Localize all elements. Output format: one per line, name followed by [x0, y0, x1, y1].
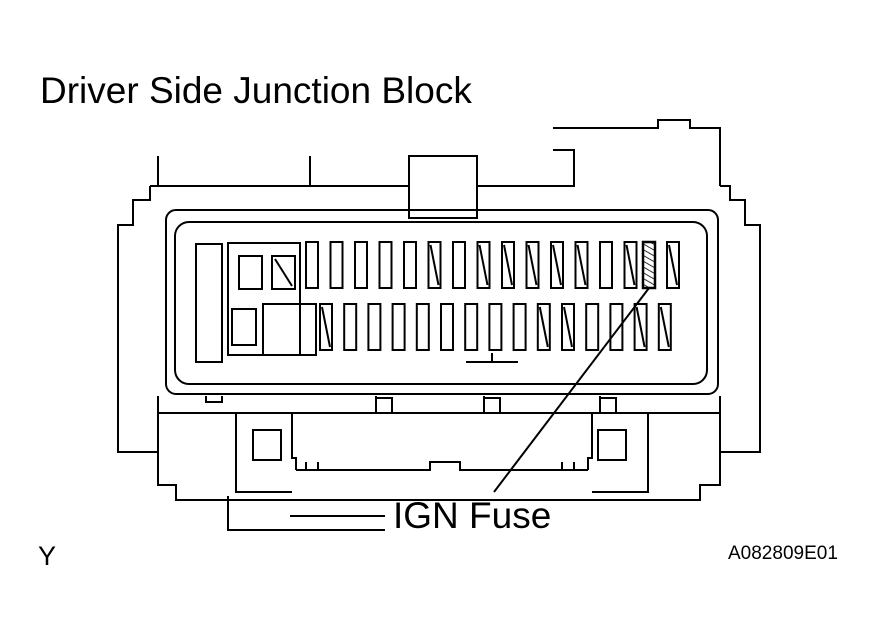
fuse-slot	[415, 303, 430, 351]
fuse-blade-mark	[538, 306, 549, 348]
fuse-slot	[354, 241, 368, 289]
diagram-title: Driver Side Junction Block	[40, 70, 472, 111]
top-latch	[408, 155, 478, 219]
figure-id: A082809E01	[728, 543, 838, 564]
fuse-blade-mark	[668, 244, 678, 286]
fuse-slot	[623, 241, 638, 289]
fuse-blade-mark	[552, 244, 562, 286]
housing-lower	[157, 396, 721, 501]
fuse-blade-mark	[503, 244, 513, 286]
fuse-slot	[329, 241, 344, 289]
callout-leader-line	[493, 287, 650, 493]
ign-fuse	[641, 240, 657, 290]
ign-fuse-label: IGN Fuse	[393, 495, 552, 536]
fuse-slot	[319, 303, 333, 351]
wire-harness	[227, 496, 385, 531]
fuse-blade-mark	[625, 244, 636, 286]
fuse-slot	[403, 241, 417, 289]
fuse-slot	[525, 241, 540, 289]
fuse-slot	[550, 241, 564, 289]
fuse-slot	[452, 241, 466, 289]
fuse-blade-mark	[429, 244, 440, 286]
corner-letter: Y	[38, 541, 57, 571]
fuse-slot	[305, 241, 319, 289]
fuse-slot	[633, 303, 648, 351]
fuse-slot	[666, 241, 680, 289]
fuse-blade-mark	[527, 244, 538, 286]
fuse-slot	[367, 303, 382, 351]
fuse-slot	[599, 241, 613, 289]
fuse-slot	[501, 241, 515, 289]
fuse-blade-mark	[659, 306, 670, 348]
fuse-slot	[574, 241, 589, 289]
housing-outline	[117, 185, 761, 470]
fuse-slot	[488, 303, 503, 351]
fuse-slot	[585, 303, 600, 351]
fuse-slot	[657, 303, 672, 351]
fuse-slot	[512, 303, 527, 351]
fuse-slot	[378, 241, 393, 289]
fuse-slot	[440, 303, 454, 351]
top-connectors	[157, 119, 721, 219]
fuse-blade-mark	[321, 306, 331, 348]
relay-slot	[195, 243, 223, 363]
fuse-blade-mark	[478, 244, 489, 286]
fuse-slot	[464, 303, 479, 351]
fuse-slot	[427, 241, 442, 289]
fuse-blade-mark	[576, 244, 587, 286]
fuse-slot	[343, 303, 358, 351]
fuse-slot	[391, 303, 406, 351]
fuse-slot	[476, 241, 491, 289]
fuse-slot	[536, 303, 551, 351]
fuse-blade-mark	[563, 306, 573, 348]
fuse-slot	[561, 303, 575, 351]
fuse-blade-mark	[635, 306, 646, 348]
fuse-row-top	[305, 241, 680, 289]
fuse-panel	[165, 209, 719, 395]
fuse-slot	[609, 303, 624, 351]
fuse-row-bottom	[319, 303, 672, 351]
